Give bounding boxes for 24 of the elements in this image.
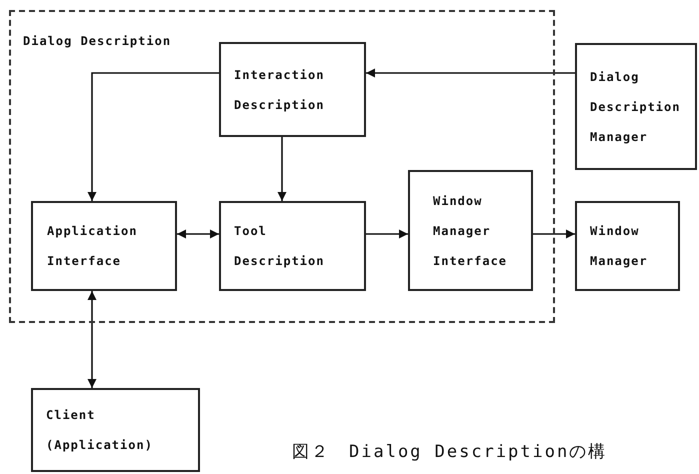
arrow xyxy=(278,137,286,201)
group-frame xyxy=(9,10,555,323)
box-label: Tool Description xyxy=(233,223,324,270)
process-box xyxy=(408,170,533,291)
arrow xyxy=(177,230,219,238)
process-box xyxy=(31,388,200,472)
process-box xyxy=(219,201,366,291)
process-box xyxy=(219,42,366,137)
figure-caption: 図２ Dialog Descriptionの構 xyxy=(292,441,608,463)
box-label: Client (Application) xyxy=(45,407,153,454)
arrow xyxy=(88,72,219,201)
arrow xyxy=(88,291,96,388)
process-box xyxy=(575,43,697,170)
box-label: Window Manager xyxy=(589,223,648,270)
group-label: Dialog Description xyxy=(23,34,172,48)
process-box xyxy=(575,201,680,291)
box-label: Dialog Description Manager xyxy=(589,68,680,146)
arrow xyxy=(533,230,575,238)
box-label: Application Interface xyxy=(46,223,138,270)
box-label: Interaction Description xyxy=(233,66,324,114)
arrow xyxy=(366,68,575,78)
process-box xyxy=(31,201,177,291)
arrow xyxy=(366,230,408,238)
box-label: Window Manager Interface xyxy=(432,192,508,270)
